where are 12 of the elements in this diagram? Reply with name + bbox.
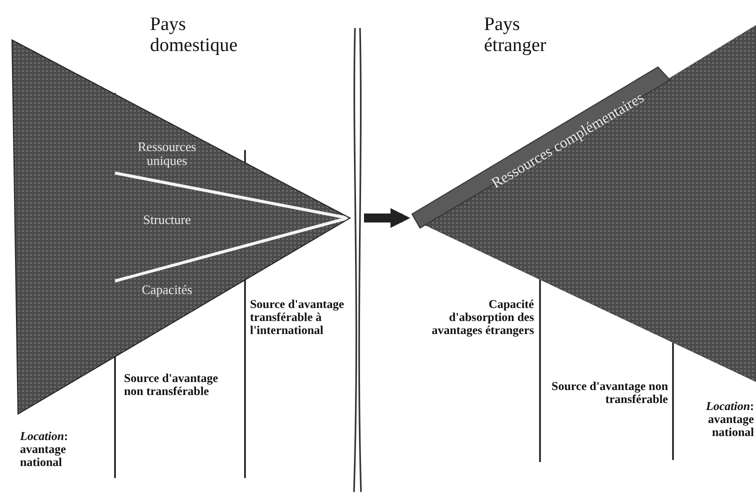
annotation: Location: avantage national	[705, 400, 754, 439]
shape-label: Structure	[142, 213, 192, 227]
annotation: Capacité d'absorption des avantages étrangers	[430, 298, 534, 337]
arrow	[364, 208, 410, 228]
annotation: Location: avantage national	[20, 430, 69, 469]
heading: Pays étranger	[484, 14, 548, 56]
shape-label: Capacités	[140, 283, 194, 297]
annotation: Source d'avantage non transférable	[124, 372, 220, 398]
annotation: Source d'avantage transférable à l'international	[250, 298, 346, 337]
shape-label: Ressources uniques	[136, 140, 198, 168]
heading: Pays domestique	[150, 14, 239, 56]
annotation: Source d'avantage non transférable	[550, 380, 668, 406]
